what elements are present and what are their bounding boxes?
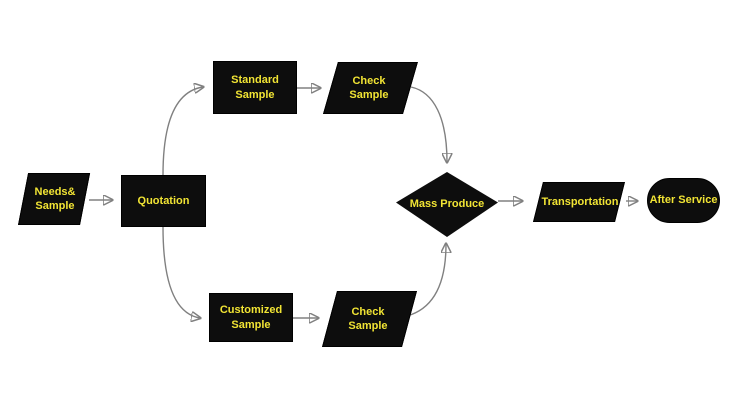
node-label: Needs& Sample (34, 185, 76, 212)
node-customized-sample: Customized Sample (209, 293, 293, 342)
edge-quotation-to-standard-sample (162, 87, 203, 176)
node-label: Quotation (137, 194, 190, 207)
node-transportation: Transportation (533, 182, 625, 222)
node-quotation: Quotation (121, 175, 206, 227)
node-after-service: After Service (647, 178, 720, 223)
rectangle-shape (121, 175, 206, 227)
node-label: Customized Sample (219, 304, 283, 331)
node-check-sample-bottom: Check Sample (322, 291, 418, 347)
edge-check-sample-bottom-to-mass-produce (406, 244, 446, 317)
edge-quotation-to-customized-sample (162, 226, 200, 318)
node-needs-sample: Needs& Sample (18, 173, 91, 225)
node-mass-produce: Mass Produce (396, 172, 498, 237)
rectangle-shape (209, 293, 293, 342)
edge-check-sample-top-to-mass-produce (410, 86, 447, 162)
node-label: After Service (649, 194, 718, 207)
node-label: Check Sample (348, 305, 388, 332)
node-label: Mass Produce (409, 198, 485, 211)
node-label: Standard Sample (231, 74, 279, 101)
node-check-sample-top: Check Sample (323, 62, 418, 114)
stadium-shape (647, 178, 720, 223)
rectangle-shape (213, 61, 297, 114)
node-standard-sample: Standard Sample (213, 61, 297, 114)
node-label: Check Sample (349, 74, 389, 101)
node-label: Transportation (541, 195, 619, 208)
